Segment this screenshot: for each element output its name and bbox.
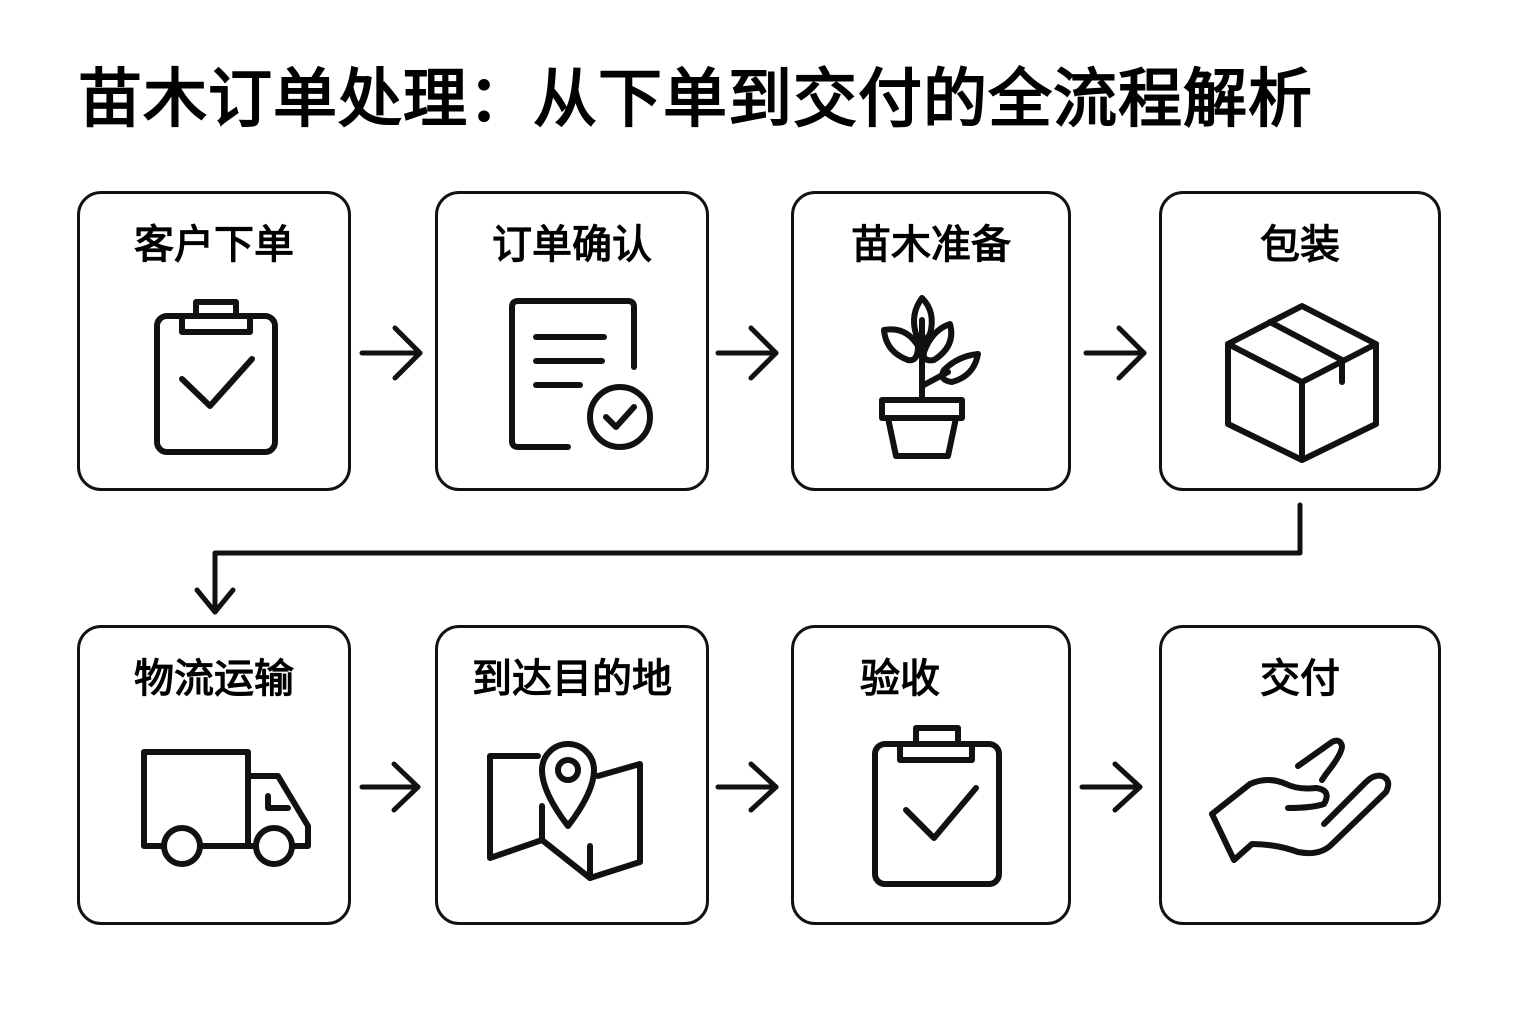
step-label: 包装 — [1260, 222, 1340, 268]
step-label: 客户下单 — [134, 222, 294, 268]
step-label: 验收 — [860, 656, 940, 702]
clipboard-check-icon — [154, 299, 278, 455]
step-card-order-confirm: 订单确认 — [435, 191, 709, 491]
step-card-customer-order: 客户下单 — [77, 191, 351, 491]
document-check-icon — [509, 298, 653, 450]
step-card-arrival: 到达目的地 — [435, 625, 709, 925]
step-card-inspection: 验收 — [791, 625, 1071, 925]
map-pin-icon — [487, 741, 643, 881]
arrow-right-icon — [359, 761, 421, 813]
step-card-seedling-prep: 苗木准备 — [791, 191, 1071, 491]
delivery-truck-icon — [141, 749, 311, 867]
arrow-right-icon — [715, 761, 779, 813]
step-label: 订单确认 — [492, 222, 652, 268]
step-label: 苗木准备 — [851, 222, 1011, 268]
arrow-right-icon — [1083, 325, 1147, 381]
clipboard-check-icon — [872, 725, 1002, 887]
arrow-right-icon — [715, 325, 779, 381]
step-card-packaging: 包装 — [1159, 191, 1441, 491]
step-label: 到达目的地 — [472, 656, 672, 702]
step-card-delivery: 交付 — [1159, 625, 1441, 925]
package-box-icon — [1225, 303, 1379, 463]
arrow-right-icon — [359, 325, 423, 381]
step-label: 交付 — [1260, 656, 1340, 702]
row-connector-arrow — [194, 502, 1303, 615]
step-label: 物流运输 — [134, 656, 294, 702]
potted-plant-icon — [879, 295, 981, 459]
arrow-right-icon — [1079, 761, 1143, 813]
hand-delivery-icon — [1209, 737, 1392, 863]
step-card-logistics: 物流运输 — [77, 625, 351, 925]
page-title: 苗木订单处理：从下单到交付的全流程解析 — [78, 63, 1313, 137]
